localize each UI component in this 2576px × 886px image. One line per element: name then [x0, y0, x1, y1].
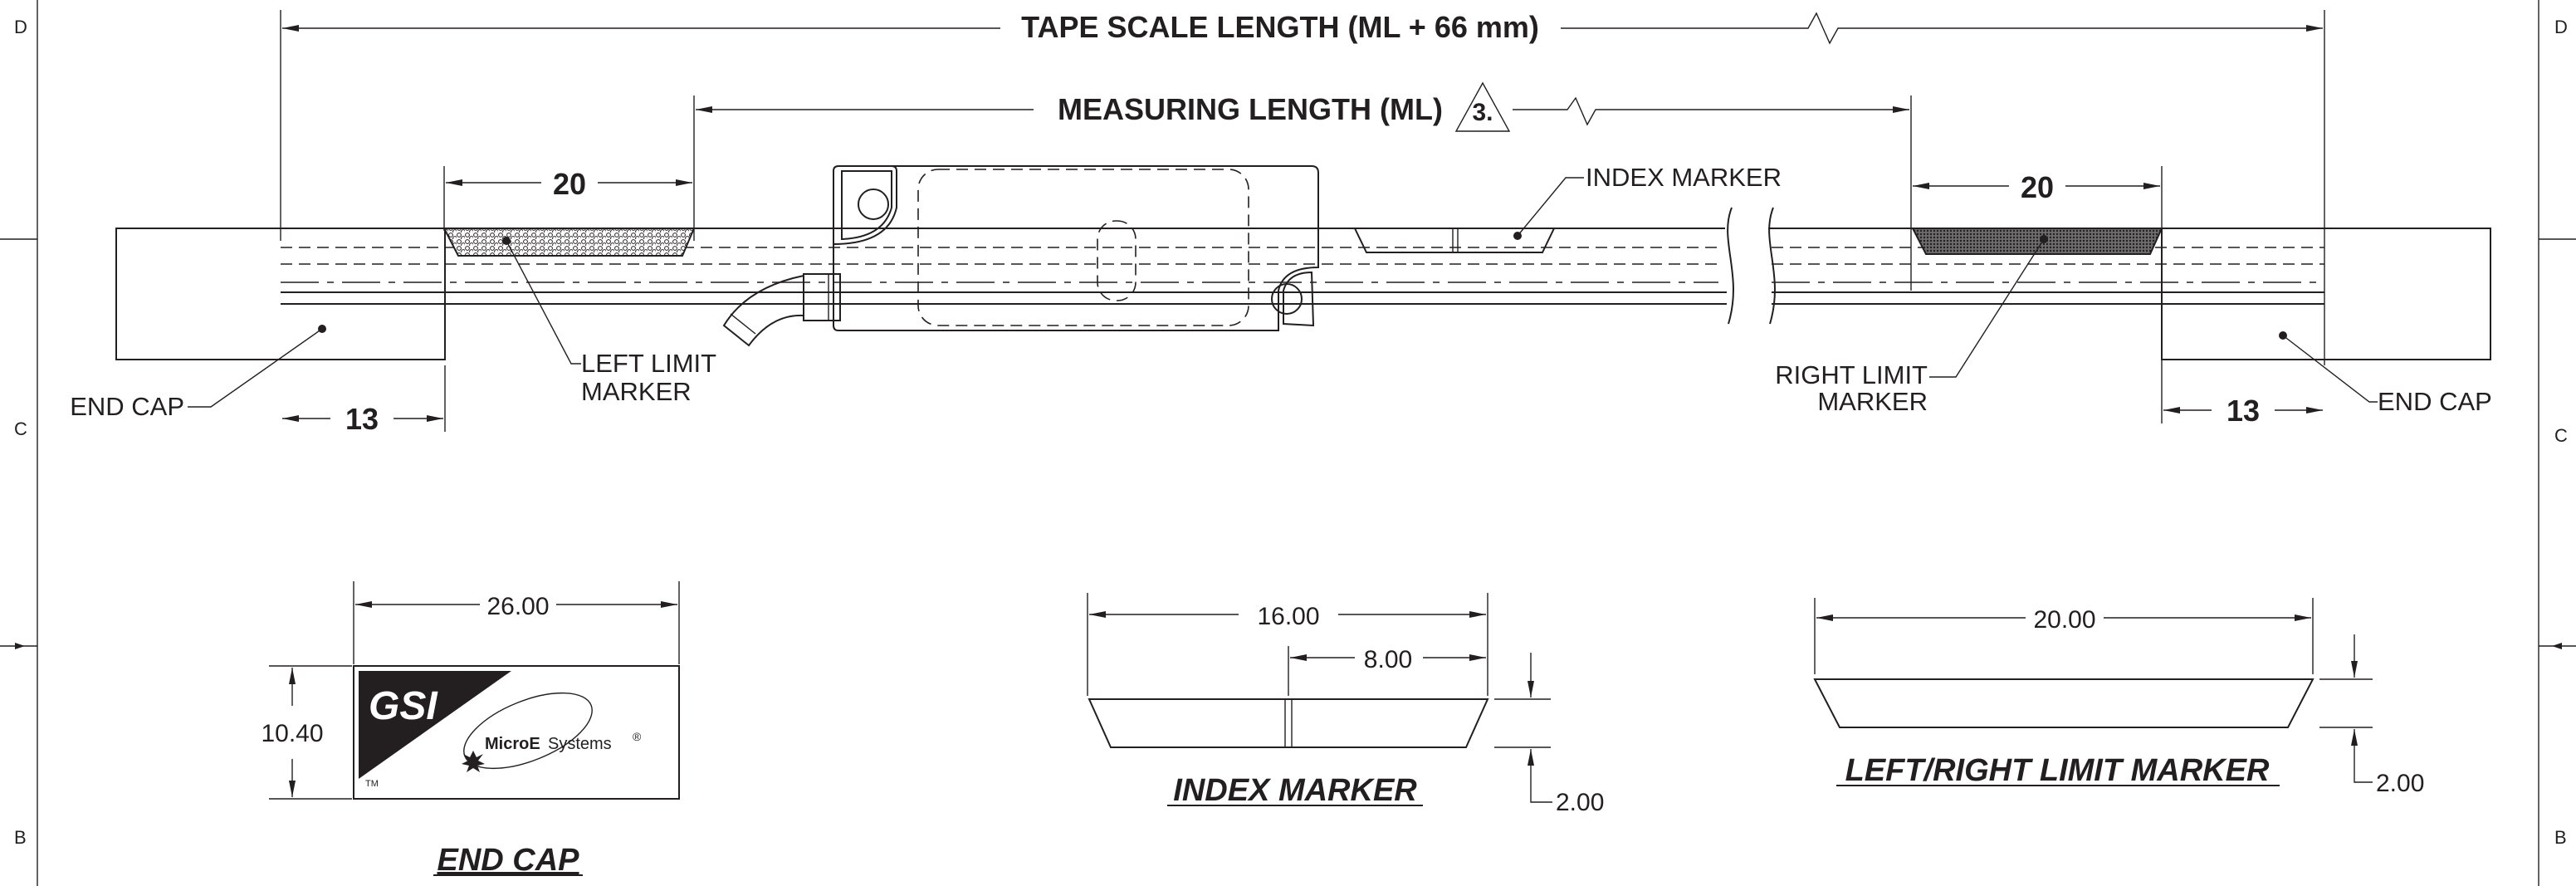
mounting-hole-right: [1271, 283, 1303, 315]
limit-marker-detail: 20.00 2.00 LEFT/RIGHT LIMIT MARKER: [1813, 598, 2424, 797]
gsi-logo-text: GSI: [369, 684, 438, 728]
left-limit-callout-line2: MARKER: [581, 377, 692, 406]
index-half-width-label: 8.00: [1364, 646, 1412, 673]
left-limit-marker-shape: [442, 228, 696, 257]
limit-width-label: 20.00: [2033, 606, 2095, 634]
limit-thickness-label: 2.00: [2376, 770, 2424, 797]
index-width-label: 16.00: [1257, 603, 1319, 630]
microe-logo-systems: Systems: [548, 735, 612, 753]
zone-label-b-right: B: [2554, 827, 2567, 848]
microe-logo-name: MicroE: [485, 735, 540, 753]
callouts: INDEX MARKER LEFT LIMIT MARKER RIGHT LIM…: [70, 163, 2492, 421]
note-number: 3.: [1472, 99, 1493, 126]
left-end-cap: [115, 228, 446, 360]
end-cap-width-label: 26.00: [486, 593, 549, 620]
end-cap-callout-right: END CAP: [2378, 387, 2492, 416]
index-thickness-label: 2.00: [1556, 789, 1604, 816]
note-triangle-icon: [1454, 81, 1511, 132]
tape-scale-length-dimension: TAPE SCALE LENGTH (ML + 66 mm): [280, 10, 2325, 365]
right-limit-callout-line1: RIGHT LIMIT: [1775, 360, 1928, 389]
right-marker-dimension: 20: [1913, 166, 2163, 365]
index-marker-shape: [1353, 228, 1556, 253]
right-end-cap-dimension: 13: [2161, 365, 2323, 428]
left-end-cap-dimension: 13: [282, 365, 446, 436]
zone-label-c-left: C: [14, 419, 27, 439]
end-cap-outline: [353, 665, 680, 800]
right-end-cap-length-label: 13: [2227, 394, 2260, 428]
gsi-logo-triangle: [359, 671, 511, 779]
zone-label-d-right: D: [2554, 17, 2568, 37]
index-marker-profile: [1088, 698, 1489, 748]
right-limit-marker-shape: [1911, 228, 2163, 255]
left-end-cap-length-label: 13: [345, 402, 379, 436]
tape-scale-length-label: TAPE SCALE LENGTH (ML + 66 mm): [1021, 10, 1539, 44]
starburst-icon: [462, 751, 485, 772]
index-marker-detail: 16.00 8.00 2.00 INDEX MARKER: [1087, 593, 1604, 816]
limit-marker-title: LEFT/RIGHT LIMIT MARKER: [1845, 753, 2270, 788]
zone-label-b-left: B: [14, 827, 27, 848]
trademark-mark: TM: [365, 779, 379, 789]
right-limit-callout-line2: MARKER: [1817, 387, 1928, 416]
index-marker-title: INDEX MARKER: [1173, 773, 1417, 808]
zone-label-c-right: C: [2554, 425, 2568, 446]
left-marker-dimension: 20: [443, 166, 692, 231]
end-cap-title: END CAP: [437, 843, 579, 878]
measuring-length-dimension: MEASURING LENGTH (ML) 3.: [693, 81, 1912, 291]
right-end-cap: [2161, 228, 2491, 360]
zone-label-d-left: D: [14, 17, 27, 37]
left-limit-callout-line1: LEFT LIMIT: [581, 349, 716, 378]
end-cap-callout-left: END CAP: [70, 392, 184, 421]
sensor-head: [722, 165, 1319, 347]
measuring-length-label: MEASURING LENGTH (ML): [1058, 92, 1443, 126]
microe-logo-swoosh: [463, 692, 593, 770]
end-cap-detail: 26.00 10.40 GSI MicroE Systems ® TM END …: [261, 581, 680, 878]
mounting-hole-left: [858, 188, 889, 220]
left-marker-width-label: 20: [553, 167, 586, 201]
right-marker-width-label: 20: [2021, 170, 2054, 204]
microe-logo-registered: ®: [633, 730, 642, 743]
limit-marker-profile: [1813, 678, 2314, 728]
end-cap-height-label: 10.40: [261, 720, 323, 747]
index-marker-callout: INDEX MARKER: [1586, 163, 1782, 192]
tape-scale-assembly: [115, 207, 2491, 360]
